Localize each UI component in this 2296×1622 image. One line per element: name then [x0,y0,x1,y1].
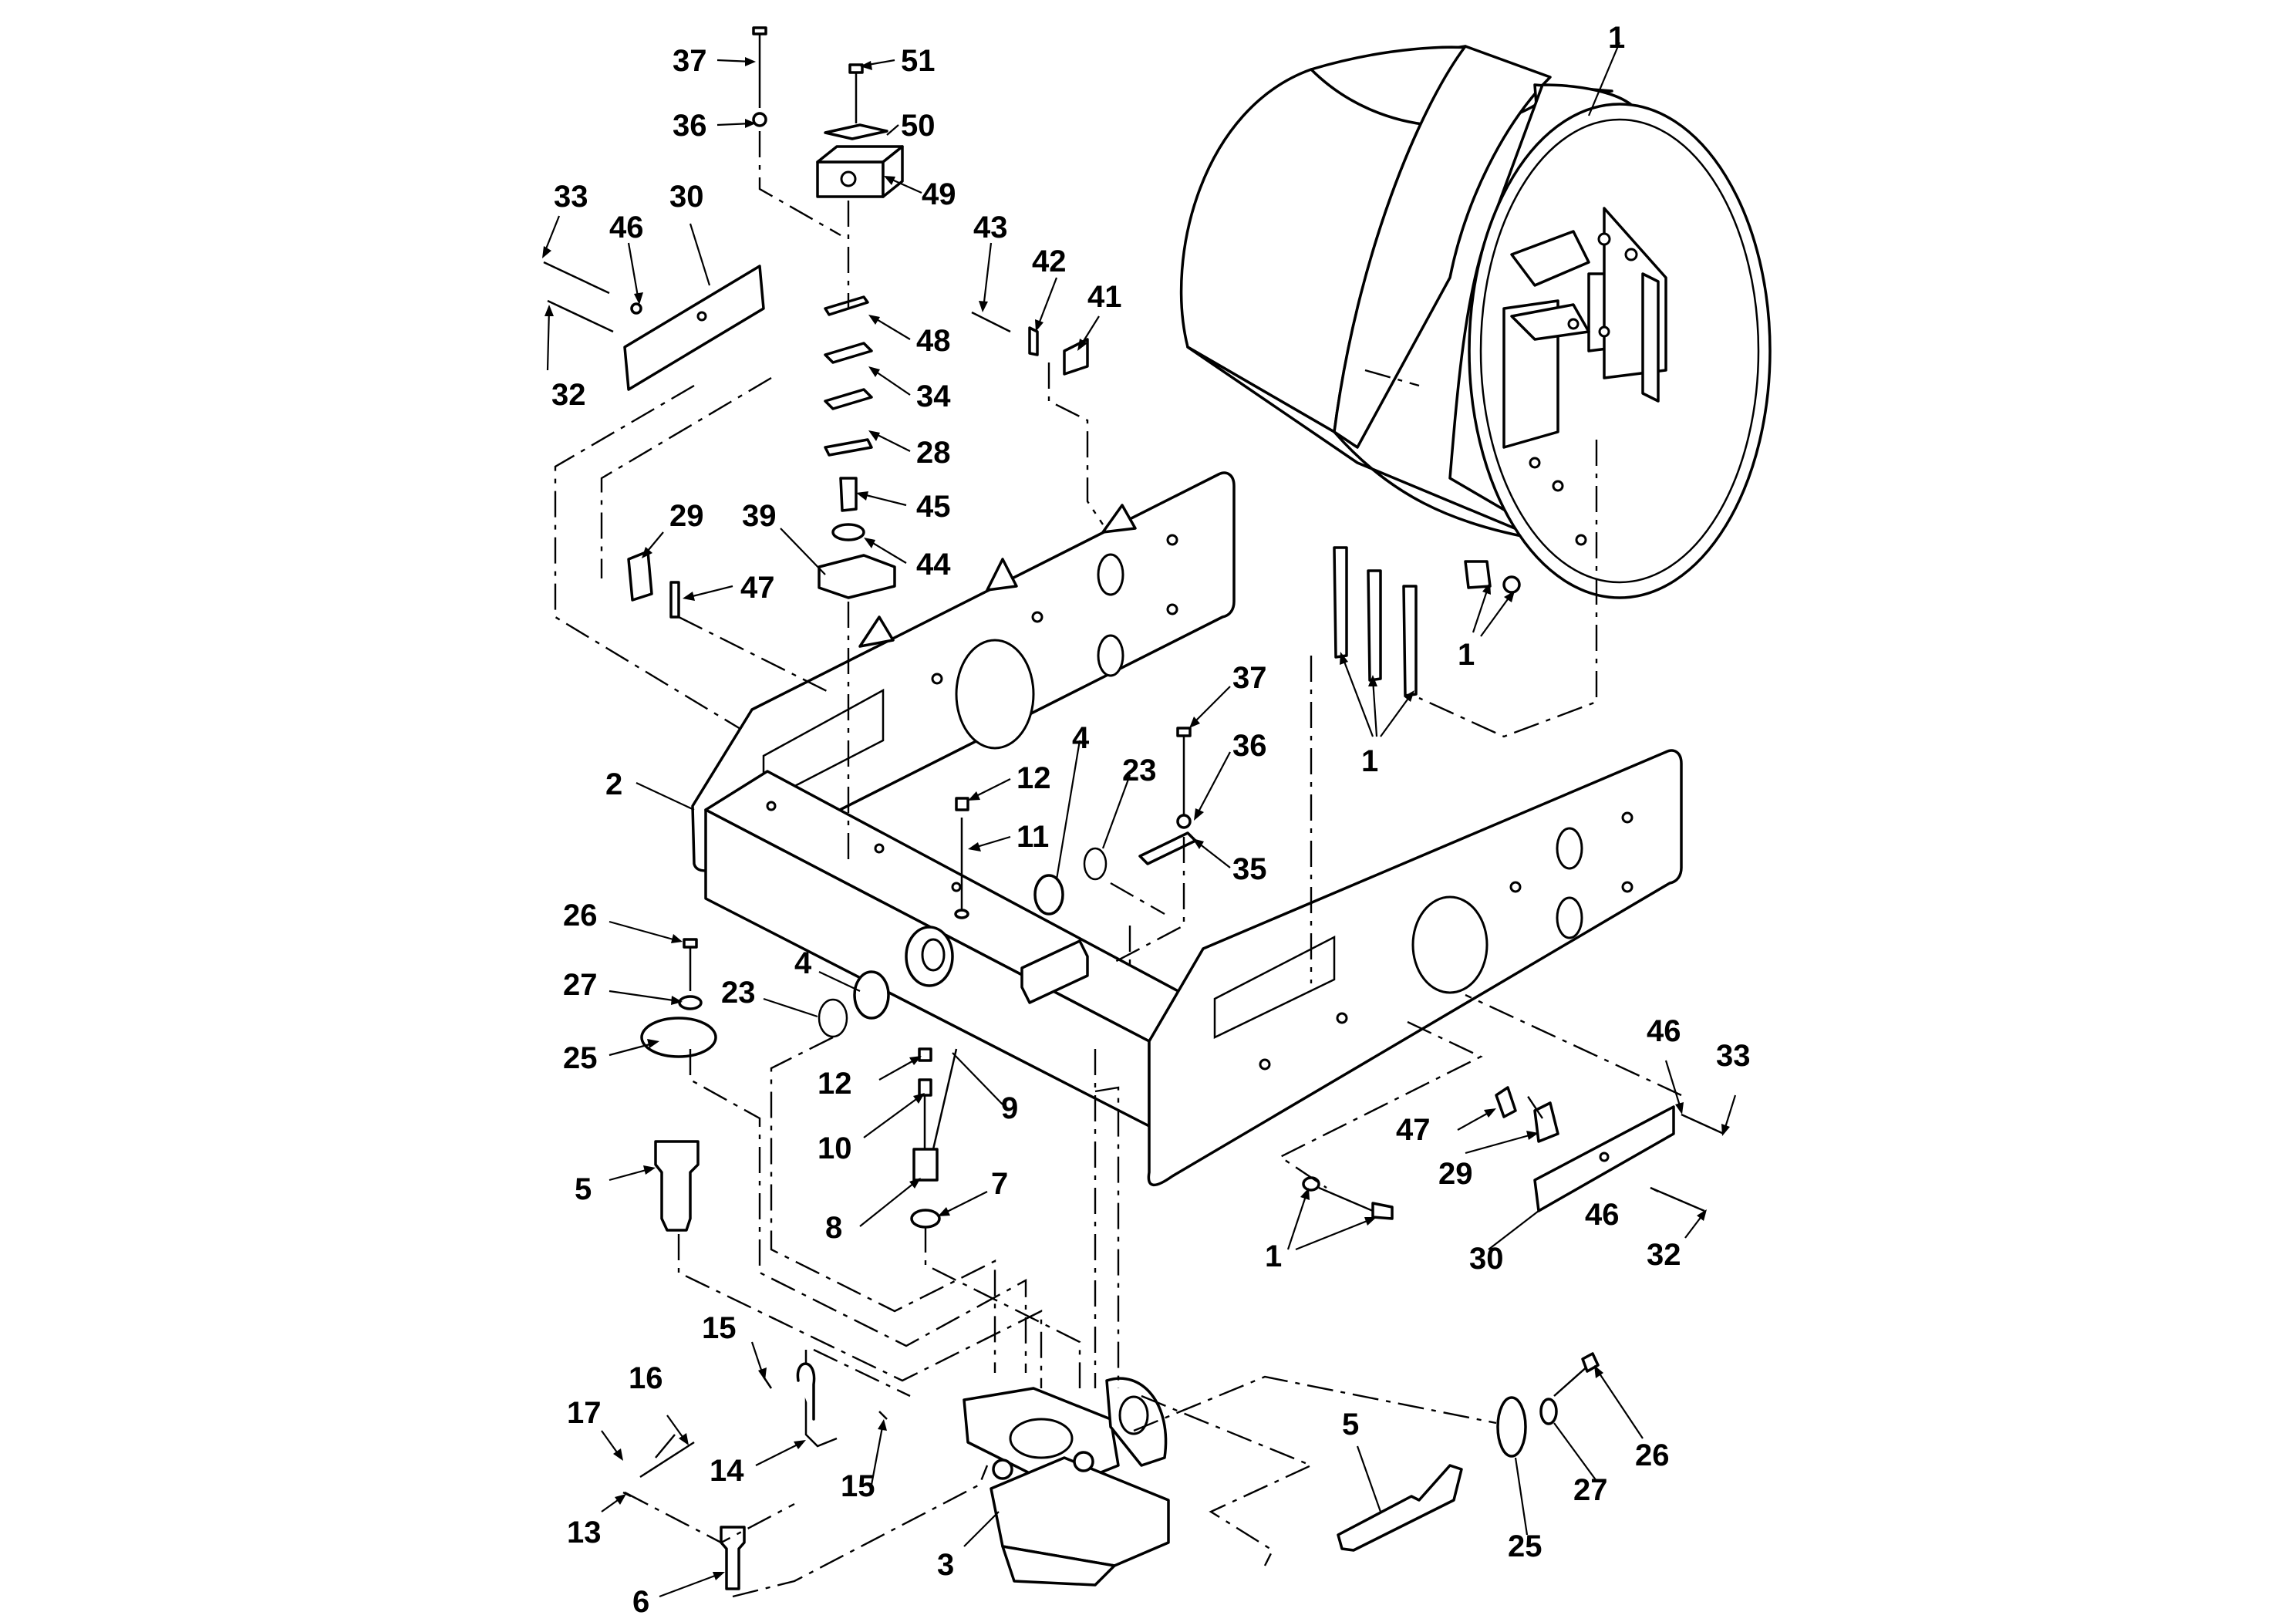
callout-c34: 4 [794,946,812,980]
callout-c15: 28 [916,436,951,470]
callout-c13: 48 [916,324,951,358]
callout-c59: 13 [567,1516,602,1549]
callout-c49: 1 [1265,1239,1282,1273]
callout-c27: 12 [1017,761,1051,795]
callout-c43: 5 [575,1172,592,1206]
callout-c04: 50 [901,109,936,143]
callout-c12: 32 [551,378,586,412]
callout-c22: 1 [1458,638,1475,672]
callout-c18: 45 [916,490,951,524]
callout-c07: 46 [609,211,644,244]
callout-c48: 32 [1647,1238,1681,1272]
callout-c58: 27 [1573,1473,1608,1507]
callout-leaders [542,42,1737,1598]
callout-c14: 34 [916,379,951,413]
callout-c33: 27 [563,968,598,1002]
drum [1179,45,1772,599]
callout-c62: 6 [632,1585,649,1619]
callout-c42: 47 [1396,1113,1431,1147]
callout-c55: 26 [1635,1438,1670,1472]
callout-c25: 36 [1232,729,1267,763]
callout-c20: 47 [740,571,775,605]
callout-c44: 7 [991,1167,1008,1201]
callout-c09: 43 [973,211,1008,244]
callout-c46: 29 [1438,1157,1473,1191]
callout-c11: 41 [1087,280,1122,314]
callout-c53: 17 [567,1396,602,1430]
callout-c10: 42 [1032,244,1067,278]
callout-c47: 46 [1585,1198,1620,1232]
callout-c41: 33 [1716,1039,1751,1073]
callout-c54: 5 [1342,1408,1359,1442]
callout-c26: 2 [605,767,622,801]
callout-c06: 30 [669,180,704,214]
callout-c01: 37 [673,44,707,78]
callout-c28: 4 [1072,721,1090,755]
callout-c57: 15 [841,1469,875,1503]
assembly-lines [554,131,1682,1598]
callout-c35: 23 [721,976,756,1010]
callout-c40: 46 [1647,1014,1681,1048]
callout-c56: 14 [710,1454,744,1488]
callout-c08: 49 [922,177,956,211]
callout-c61: 3 [937,1548,954,1582]
callout-c24: 37 [1232,661,1267,695]
hose-clamp-stack [816,63,904,864]
callout-c52: 16 [629,1361,663,1395]
callout-c23: 1 [1361,744,1378,778]
upper-left-hardware [543,26,1197,1038]
callout-c45: 8 [825,1211,842,1245]
frame [691,471,1683,1186]
callout-c38: 9 [1001,1091,1018,1125]
lower-left-hardware [622,938,958,1590]
callout-c37: 12 [818,1067,852,1101]
callout-labels: 37 51 36 50 33 30 46 49 43 42 41 32 48 3… [551,21,1751,1619]
callout-c21: 1 [1608,21,1625,55]
callout-c17: 39 [742,499,777,533]
callout-c51: 15 [702,1311,737,1345]
callout-c60: 25 [1508,1529,1542,1563]
callout-c50: 30 [1469,1242,1504,1276]
callout-c31: 35 [1232,852,1267,886]
callout-c02: 51 [901,44,936,78]
callout-c03: 36 [673,109,707,143]
callout-c39: 10 [818,1131,852,1165]
callout-c36: 25 [563,1041,598,1075]
callout-c16: 29 [669,499,704,533]
callout-c29: 23 [1122,754,1157,787]
callout-c19: 44 [916,548,951,582]
callout-c05: 33 [554,180,588,214]
drum-fasteners [1333,546,1521,697]
callout-c32: 26 [563,899,598,932]
yoke-bracket [963,1377,1170,1587]
callout-c30: 11 [1017,820,1049,854]
lower-right-hardware [1302,1086,1725,1552]
